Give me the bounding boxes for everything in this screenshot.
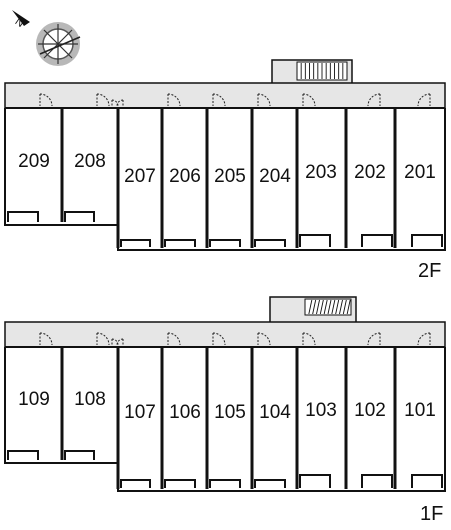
unit-label-108: 108 [74,389,106,410]
stair-tread [339,299,343,315]
stair-tread [308,299,313,315]
stair-tread [312,299,317,315]
unit-label-207: 207 [124,166,156,187]
compass-rose-icon: N [12,10,81,66]
unit-label-104: 104 [259,402,291,423]
unit-label-204: 204 [259,166,291,187]
stair-tread [342,299,347,315]
unit-label-206: 206 [169,166,201,187]
stair-tread [331,299,336,315]
unit-label-109: 109 [18,389,50,410]
compass-north-label: N [13,16,26,30]
floor-label-1f: 1F [420,503,443,525]
stair-tread [323,299,328,315]
floor-label-2f: 2F [418,260,441,282]
unit-label-201: 201 [404,162,436,183]
unit-label-107: 107 [124,402,156,423]
stair-tread [327,299,332,315]
corridor [4,82,446,109]
unit-label-202: 202 [354,162,386,183]
unit-label-102: 102 [354,400,386,421]
unit-label-105: 105 [214,402,246,423]
stair-tread [335,299,340,315]
unit-label-205: 205 [214,166,246,187]
unit-label-208: 208 [74,151,106,172]
staircase [296,61,348,81]
unit-label-106: 106 [169,402,201,423]
staircase [304,298,352,316]
unit-label-203: 203 [305,162,337,183]
stair-tread [319,299,324,315]
unit-label-101: 101 [404,400,436,421]
floor-2f: 209 208 207 206 205 204 203 202 201 2F [4,59,446,282]
floor-1f: 109 108 107 106 105 104 103 102 101 1F [4,296,446,525]
unit-label-209: 209 [18,151,50,172]
stair-tread [346,299,351,315]
stair-tread [316,299,320,315]
corridor [4,321,446,348]
unit-label-103: 103 [305,400,337,421]
